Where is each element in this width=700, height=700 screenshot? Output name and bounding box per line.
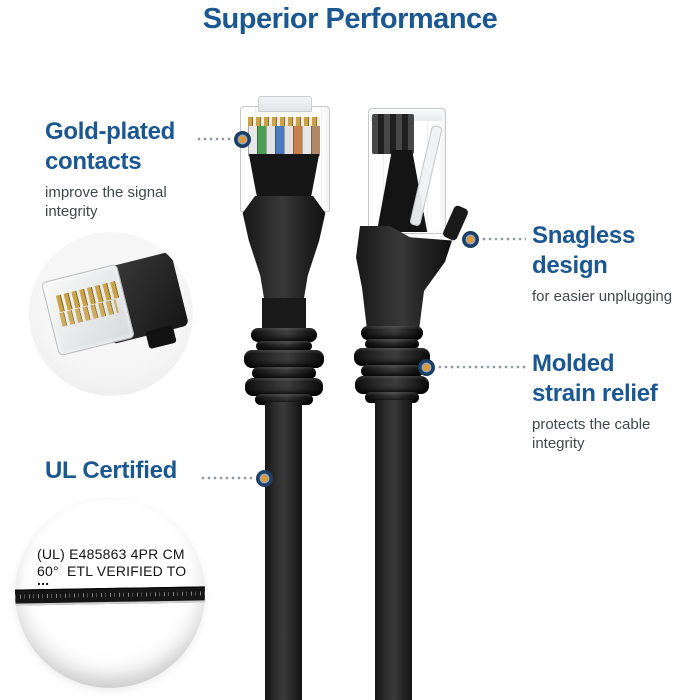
- cable-left: [265, 402, 302, 700]
- callout-heading-line: design: [532, 252, 608, 279]
- strain-ring: [365, 339, 419, 349]
- leader-dotted-line: [200, 476, 252, 480]
- strain-ring: [365, 392, 419, 403]
- ul-print-line-1: (UL) E485863 4PR CM: [37, 546, 185, 562]
- strain-ring: [361, 365, 423, 377]
- gold-pins-strip: [248, 117, 320, 126]
- leader-dotted-line: [481, 237, 526, 241]
- leader-dotted-line: [437, 365, 527, 369]
- callout-marker-dot: [418, 359, 435, 376]
- callout-subtext-line: for easier unplugging: [532, 288, 673, 305]
- front-connector-tab: [258, 96, 312, 112]
- strain-ring: [361, 326, 423, 340]
- callout-subtext-line: integrity: [532, 435, 585, 452]
- callout-heading-line: UL Certified: [45, 457, 177, 484]
- strain-ring: [255, 394, 313, 405]
- callout-heading-line: contacts: [45, 148, 142, 175]
- strain-ring: [256, 341, 312, 351]
- ul-print-magnifier-circle: (UL) E485863 4PR CM 60° ETL VERIFIED TO …: [15, 498, 205, 688]
- callout-subtext-line: protects the cable: [532, 416, 651, 433]
- strain-ring: [244, 350, 324, 368]
- callout-marker-dot: [462, 231, 479, 248]
- side-connector-contacts: [372, 114, 414, 154]
- callout-subtext-line: improve the signal: [45, 184, 167, 201]
- cable-right: [375, 400, 412, 700]
- strain-ring: [354, 348, 430, 366]
- callout-marker-dot: [234, 131, 251, 148]
- callout-heading-line: strain relief: [532, 380, 658, 407]
- side-connector-boot: [356, 226, 452, 338]
- front-connector-boot: [242, 196, 326, 302]
- callout-subtext-line: integrity: [45, 203, 98, 220]
- strain-ring: [245, 378, 323, 396]
- ul-print-line-2: 60° ETL VERIFIED TO: [37, 563, 187, 579]
- cable-print-microtext: [15, 591, 205, 599]
- callout-heading-line: Snagless: [532, 222, 635, 249]
- callout-heading-line: Gold-plated: [45, 118, 176, 145]
- contacts-closeup-circle: [29, 232, 193, 396]
- strain-ring: [251, 328, 317, 342]
- callout-marker-dot: [256, 470, 273, 487]
- wire-pairs-strip: [248, 126, 320, 156]
- leader-dotted-line: [196, 137, 232, 141]
- strain-ring: [355, 376, 429, 394]
- callout-heading-line: Molded: [532, 350, 615, 377]
- strain-ring: [252, 367, 316, 379]
- cable-print-strip: [15, 586, 205, 606]
- ul-print-ellipsis: ...: [37, 572, 50, 588]
- page-title: Superior Performance: [202, 3, 498, 35]
